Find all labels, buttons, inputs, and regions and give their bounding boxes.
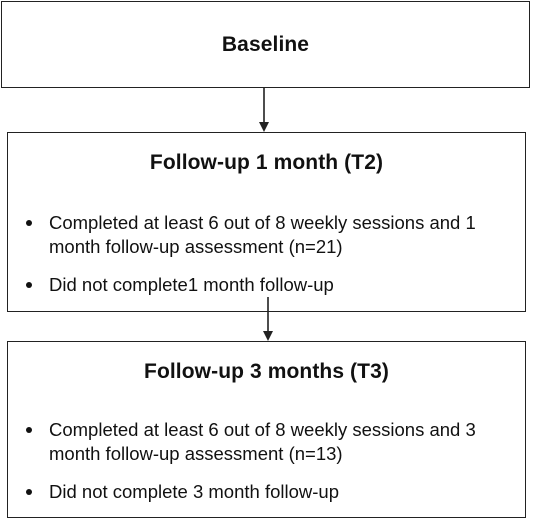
baseline-title: Baseline: [221, 32, 310, 56]
followup-1-month-title: Follow-up 1 month (T2): [149, 151, 384, 174]
followup-3-months-bullet-not-completed: Did not complete 3 month follow-up: [8, 480, 525, 504]
followup-1-month-bullet-not-completed: Did not complete1 month follow-up: [8, 273, 525, 297]
followup-3-months-bullet-completed: Completed at least 6 out of 8 weekly ses…: [8, 418, 525, 466]
followup-3-months-title: Follow-up 3 months (T3): [144, 360, 389, 383]
followup-1-month-bullet-completed: Completed at least 6 out of 8 weekly ses…: [8, 211, 525, 259]
followup-1-month-box: Follow-up 1 month (T2) Completed at leas…: [7, 132, 526, 312]
followup-3-months-bullet-list: Completed at least 6 out of 8 weekly ses…: [8, 418, 525, 518]
followup-1-month-bullet-list: Completed at least 6 out of 8 weekly ses…: [8, 211, 525, 311]
followup-3-months-box: Follow-up 3 months (T3) Completed at lea…: [7, 341, 526, 518]
baseline-box: Baseline: [1, 1, 530, 88]
